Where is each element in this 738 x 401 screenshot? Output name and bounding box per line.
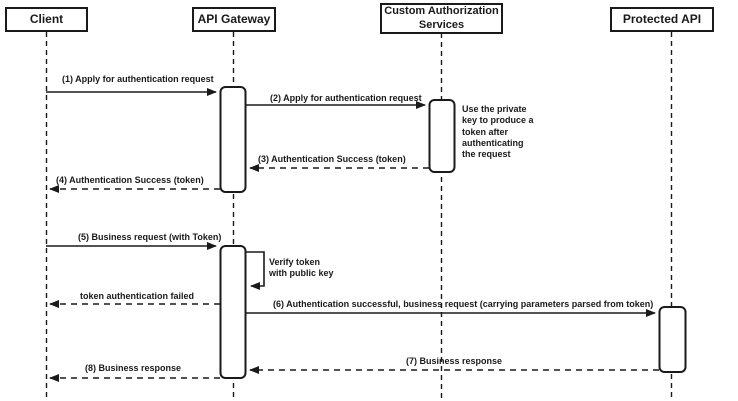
message-1-label: (1) Apply for authentication request [62, 74, 214, 84]
message-6-label: (6) Authentication successful, business … [273, 299, 654, 309]
message-3-label: (3) Authentication Success (token) [258, 154, 406, 164]
message-fail-label: token authentication failed [80, 291, 195, 301]
message-self-verify-label: Verify token with public key [269, 257, 334, 279]
activation-api-gateway-business [219, 245, 247, 379]
private-key-note: Use the private key to produce a token a… [462, 104, 534, 159]
message-self-verify-arrow [246, 251, 265, 290]
actor-protected-api: Protected API [610, 7, 714, 32]
activation-custom-authorization-services [428, 99, 456, 173]
message-5-label: (5) Business request (with Token) [78, 232, 222, 242]
actor-client: Client [5, 7, 88, 32]
message-2-label: (2) Apply for authentication request [270, 93, 422, 103]
message-8-label: (8) Business response [85, 363, 182, 373]
actor-custom-authorization-services: Custom Authorization Services [380, 3, 503, 34]
activation-protected-api [658, 306, 687, 373]
message-4-label: (4) Authentication Success (token) [56, 175, 204, 185]
activation-api-gateway-auth [219, 86, 247, 193]
actor-api-gateway: API Gateway [192, 7, 276, 32]
message-7-label: (7) Business response [406, 356, 503, 366]
